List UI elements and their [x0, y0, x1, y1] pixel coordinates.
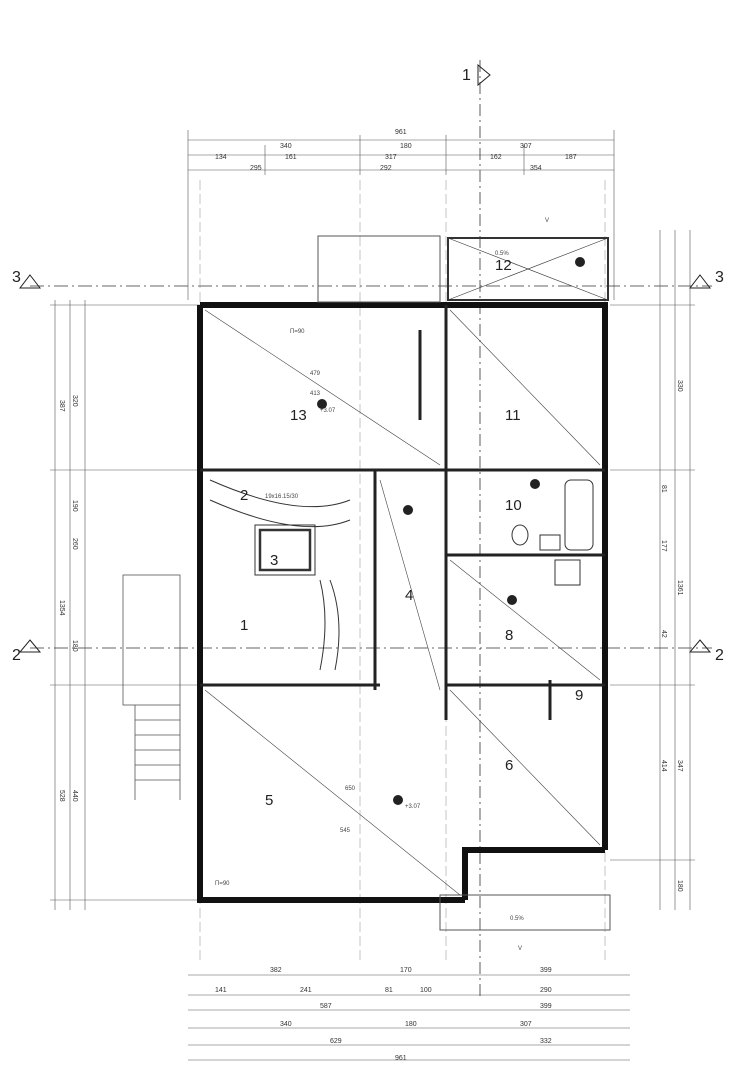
bot-dim-290: 290: [540, 987, 552, 994]
room-5: 5: [265, 792, 273, 809]
level-13: +3.07: [320, 408, 336, 414]
axis-3-left-label: 3: [12, 269, 21, 286]
top-dim-162: 162: [490, 154, 502, 161]
axis-3-right-label: 3: [715, 269, 724, 286]
bot-total-dim: 961: [395, 1055, 407, 1062]
level-5: +3.07: [405, 804, 421, 810]
left-dimension-chain: [50, 300, 200, 910]
left-outer-387: 387: [58, 400, 65, 412]
bot-dim-100: 100: [420, 987, 432, 994]
left-dim-320: 320: [71, 395, 78, 407]
top-dim-340: 340: [280, 143, 292, 150]
right-outer-347: 347: [676, 760, 683, 772]
right-dim-414: 414: [660, 760, 667, 772]
bottom-dimension-chain: [188, 974, 630, 1061]
terrace-top: [317, 235, 441, 303]
mark-v-bottom: V: [518, 946, 522, 952]
bot-dim-180: 180: [405, 1021, 417, 1028]
axis-2-left-label: 2: [12, 647, 21, 664]
right-outer-330: 330: [676, 380, 683, 392]
right-dim-177: 177: [660, 540, 667, 552]
area-5-label: 545: [340, 828, 351, 834]
top-total-dim: 961: [395, 129, 407, 136]
bot-dim-587: 587: [320, 1003, 332, 1010]
bot-dim-399b: 399: [540, 1003, 552, 1010]
bot-dim-307: 307: [520, 1021, 532, 1028]
room-1: 1: [240, 617, 248, 634]
room-6: 6: [505, 757, 513, 774]
axis-2-line: [18, 639, 712, 653]
axis-3-line: [18, 274, 712, 289]
dim-479-label: 479: [310, 371, 321, 377]
top-dim-295: 295: [250, 165, 262, 172]
slope-top: 0.5%: [495, 251, 509, 257]
exterior-walls: [197, 302, 608, 903]
top-dim-161: 161: [285, 154, 297, 161]
room-12: 12: [495, 257, 512, 274]
room-8: 8: [505, 627, 513, 644]
left-dim-440: 440: [71, 790, 78, 802]
axis-2-right-label: 2: [715, 647, 724, 664]
bot-dim-382: 382: [270, 967, 282, 974]
room-13: 13: [290, 407, 307, 424]
top-dim-134: 134: [215, 154, 227, 161]
room-3: 3: [270, 552, 278, 569]
top-dimension-chain: [187, 130, 615, 300]
bot-dim-81: 81: [385, 987, 393, 994]
bath-fixtures: [511, 479, 594, 586]
staircase: [209, 479, 351, 671]
right-outer-180: 180: [676, 880, 683, 892]
room-2: 2: [240, 487, 248, 504]
room-10: 10: [505, 497, 522, 514]
left-dim-180: 180: [71, 640, 78, 652]
bot-dim-399: 399: [540, 967, 552, 974]
top-dim-180: 180: [400, 143, 412, 150]
stairs-label: 19x16.15/30: [265, 494, 299, 500]
room-11: 11: [505, 407, 521, 424]
bot-dim-629: 629: [330, 1038, 342, 1045]
left-outer-528: 528: [58, 790, 65, 802]
bot-dim-141: 141: [215, 987, 227, 994]
bot-dim-170: 170: [400, 967, 412, 974]
right-outer-1361: 1361: [676, 580, 683, 596]
top-dim-307: 307: [520, 143, 532, 150]
balcony-12: [447, 237, 609, 301]
right-dimension-chain: [610, 230, 695, 910]
top-dim-187: 187: [565, 154, 577, 161]
ceiling-5: П=90: [215, 881, 230, 887]
bot-dim-332: 332: [540, 1038, 552, 1045]
level-markers: [317, 257, 585, 805]
right-dim-81: 81: [660, 485, 667, 493]
axis-1-marker: [477, 60, 491, 1000]
axis-1-label: 1: [462, 67, 471, 84]
left-dim-260: 260: [71, 538, 78, 550]
left-dim-190: 190: [71, 500, 78, 512]
top-dim-292: 292: [380, 165, 392, 172]
mark-v-top: V: [545, 218, 549, 224]
right-dim-42: 42: [660, 630, 667, 638]
top-dim-317: 317: [385, 154, 397, 161]
room-9: 9: [575, 687, 583, 704]
ceiling-13: П=90: [290, 329, 305, 335]
slope-bottom: 0.5%: [510, 916, 524, 922]
bot-dim-241: 241: [300, 987, 312, 994]
external-stair: [122, 574, 181, 800]
dim-650-label: 650: [345, 786, 356, 792]
terrace-bottom: [439, 894, 611, 931]
area-13-label: 413: [310, 391, 321, 397]
top-dim-354: 354: [530, 165, 542, 172]
bot-dim-340: 340: [280, 1021, 292, 1028]
left-outer-1354: 1354: [58, 600, 65, 616]
room-4: 4: [405, 587, 413, 604]
interior-walls: [200, 305, 605, 720]
room-diagonals: [204, 309, 601, 896]
